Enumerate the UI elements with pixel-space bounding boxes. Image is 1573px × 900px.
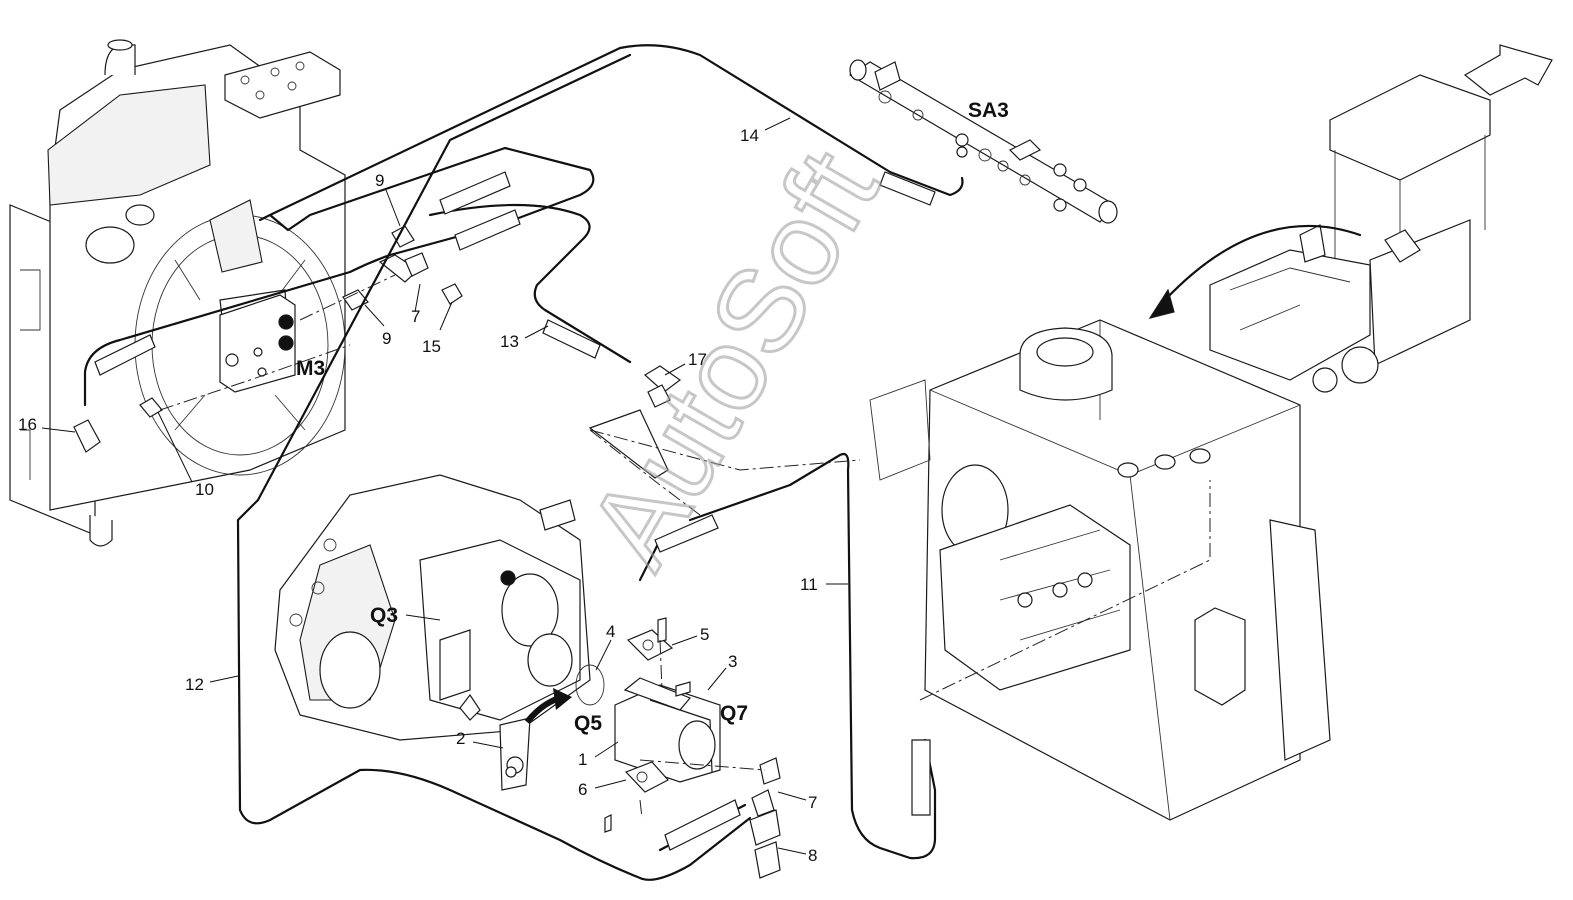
callout-2: 2 xyxy=(456,729,465,748)
code-m3: M3 xyxy=(296,357,325,380)
callout-12: 12 xyxy=(185,675,204,694)
callout-4: 4 xyxy=(606,622,615,641)
callout-5: 5 xyxy=(700,625,709,644)
callout-11: 11 xyxy=(800,575,818,594)
callout-15: 15 xyxy=(422,337,441,356)
callout-17: 17 xyxy=(688,350,707,369)
callout-14: 14 xyxy=(740,126,759,145)
manifold-block xyxy=(219,294,296,393)
valve-rail xyxy=(848,59,1118,224)
hose-clip xyxy=(499,717,531,791)
code-sa3: SA3 xyxy=(968,99,1009,122)
code-q3: Q3 xyxy=(370,604,398,627)
assembly-lines xyxy=(159,274,1211,819)
paver-overview xyxy=(1148,44,1553,393)
callouts: 1 2 3 4 5 6 7 7 8 9 9 10 11 12 13 14 15 xyxy=(18,117,848,865)
callout-16: 16 xyxy=(18,415,37,434)
callout-8: 8 xyxy=(808,846,817,865)
callout-6: 6 xyxy=(578,780,587,799)
code-q7: Q7 xyxy=(720,702,748,725)
pump-group xyxy=(274,474,591,741)
hydraulic-tank xyxy=(869,319,1331,821)
callout-9a: 9 xyxy=(375,171,384,190)
mounting-arrow-head xyxy=(553,688,572,710)
callout-10: 10 xyxy=(195,480,214,499)
callout-13: 13 xyxy=(500,332,519,351)
code-q5: Q5 xyxy=(574,712,602,735)
auxiliary-pump xyxy=(575,617,721,833)
component-codes: M3 SA3 Q3 Q5 Q7 xyxy=(296,99,1009,735)
hose-sleeves xyxy=(94,171,936,851)
radiator-assembly xyxy=(9,39,346,547)
callout-7a: 7 xyxy=(411,307,420,326)
callout-9b: 9 xyxy=(382,329,391,348)
watermark: AutoSoft xyxy=(563,130,904,588)
callout-3: 3 xyxy=(728,652,737,671)
fittings-left xyxy=(73,225,781,879)
callout-1: 1 xyxy=(578,750,587,769)
callout-7b: 7 xyxy=(808,793,817,812)
